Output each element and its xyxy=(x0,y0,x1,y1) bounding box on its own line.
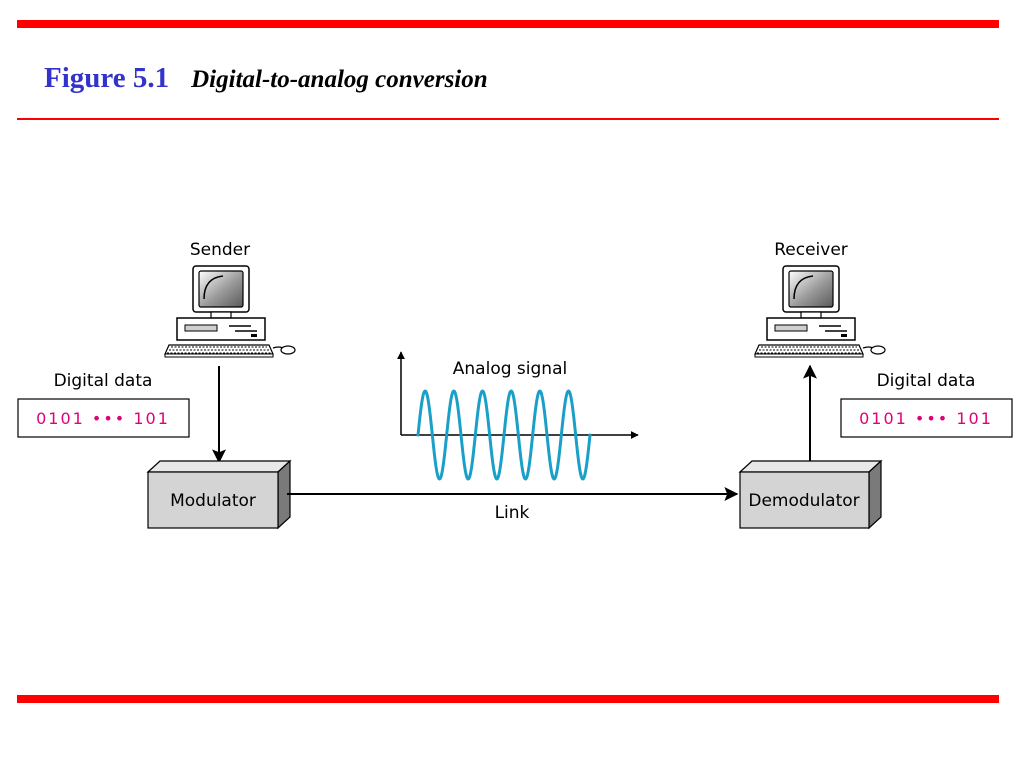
slide-title: Figure 5.1 Digital-to-analog conversion xyxy=(44,58,488,95)
link-label: Link xyxy=(495,503,530,523)
demodulator-box xyxy=(738,459,883,530)
computer-icon xyxy=(754,265,886,358)
figure-caption: Digital-to-analog conversion xyxy=(191,66,488,93)
bottom-thick-rule xyxy=(17,695,999,703)
modulator-box xyxy=(146,459,292,530)
modulator-label: Modulator xyxy=(170,491,256,511)
receiver-bits-box xyxy=(840,398,1013,438)
top-thin-rule xyxy=(17,118,999,120)
top-thick-rule xyxy=(17,20,999,28)
sender-bits-box xyxy=(17,398,190,438)
demodulator-label: Demodulator xyxy=(748,491,859,511)
figure-number: Figure 5.1 xyxy=(44,62,170,94)
computer-icon xyxy=(164,265,296,358)
sender-label: Sender xyxy=(190,240,250,260)
receiver-data-label: Digital data xyxy=(877,371,976,391)
analog-signal-wave xyxy=(416,389,592,481)
receiver-bits: 0101 ••• 101 xyxy=(859,409,993,428)
sender-bits: 0101 ••• 101 xyxy=(36,409,170,428)
receiver-label: Receiver xyxy=(774,240,848,260)
signal-label: Analog signal xyxy=(453,359,567,379)
sender-data-label: Digital data xyxy=(54,371,153,391)
